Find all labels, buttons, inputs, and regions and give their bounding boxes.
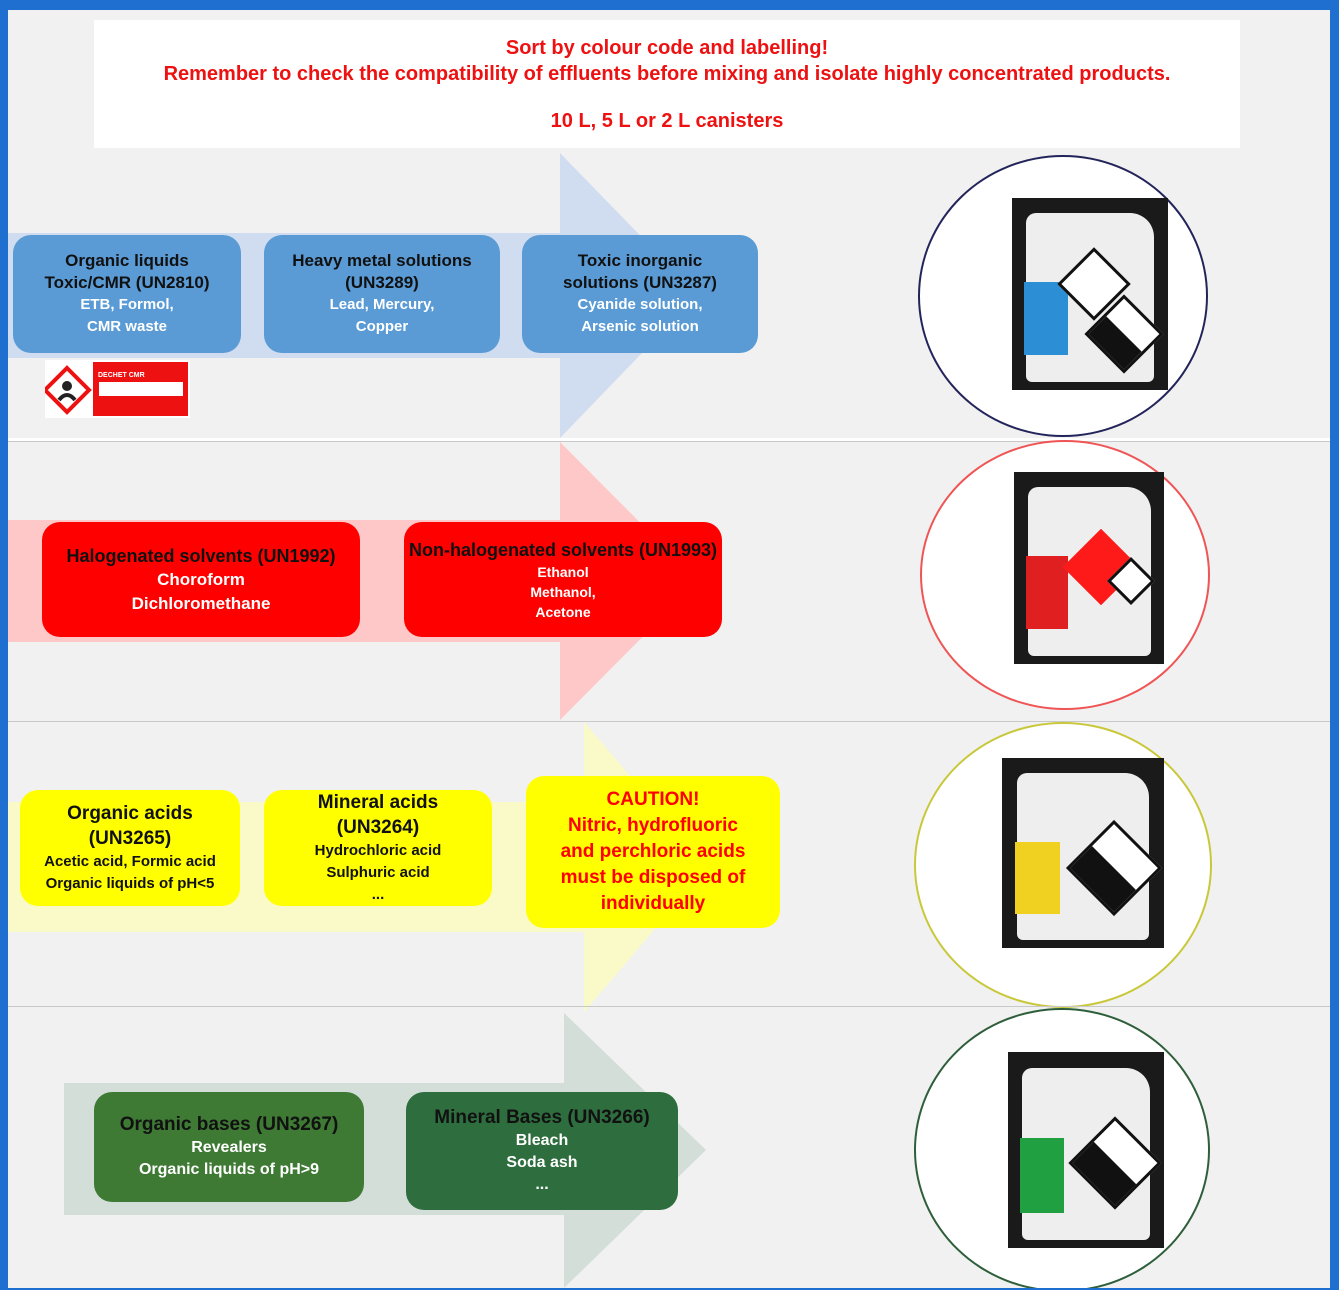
blue-box-heavy-metals: Heavy metal solutions (UN3289) Lead, Mer… — [264, 235, 500, 353]
yellow-box-mineral-acids: Mineral acids (UN3264) Hydrochloric acid… — [264, 790, 492, 906]
blue-box-toxic-inorganic: Toxic inorganic solutions (UN3287) Cyani… — [522, 235, 758, 353]
green-arrow — [64, 1013, 706, 1288]
canister-photo-green — [1008, 1052, 1164, 1248]
cmr-hazard-label-icon — [42, 362, 188, 416]
row-divider-2 — [8, 721, 1330, 722]
poster: Sort by colour code and labelling! Remem… — [8, 10, 1330, 1288]
canister-photo-blue — [1012, 198, 1168, 390]
blue-box-organic-liquids: Organic liquids Toxic/CMR (UN2810) ETB, … — [13, 235, 241, 353]
row-divider-3 — [8, 1006, 1330, 1007]
row-divider-1b — [8, 441, 1330, 442]
header-line-1: Sort by colour code and labelling! — [505, 37, 829, 59]
red-box-halogenated: Halogenated solvents (UN1992) Choroform … — [42, 522, 360, 637]
header-line-3: 10 L, 5 L or 2 L canisters — [550, 110, 784, 132]
yellow-caution-box: CAUTION! Nitric, hydrofluoric and perchl… — [526, 776, 780, 928]
green-box-mineral-bases: Mineral Bases (UN3266) Bleach Soda ash .… — [406, 1092, 678, 1210]
row-divider-1 — [8, 438, 1330, 441]
header-line-2: Remember to check the compatibility of e… — [163, 63, 1171, 85]
red-box-non-halogenated: Non-halogenated solvents (UN1993) Ethano… — [404, 522, 722, 637]
cmr-waste-label — [42, 360, 190, 418]
canister-photo-yellow — [1002, 758, 1164, 948]
header-banner: Sort by colour code and labelling! Remem… — [94, 20, 1240, 148]
yellow-box-organic-acids: Organic acids (UN3265) Acetic acid, Form… — [20, 790, 240, 906]
cmr-label-text: DECHET CMR — [98, 372, 145, 379]
canister-photo-red — [1014, 472, 1164, 664]
green-box-organic-bases: Organic bases (UN3267) Revealers Organic… — [94, 1092, 364, 1202]
